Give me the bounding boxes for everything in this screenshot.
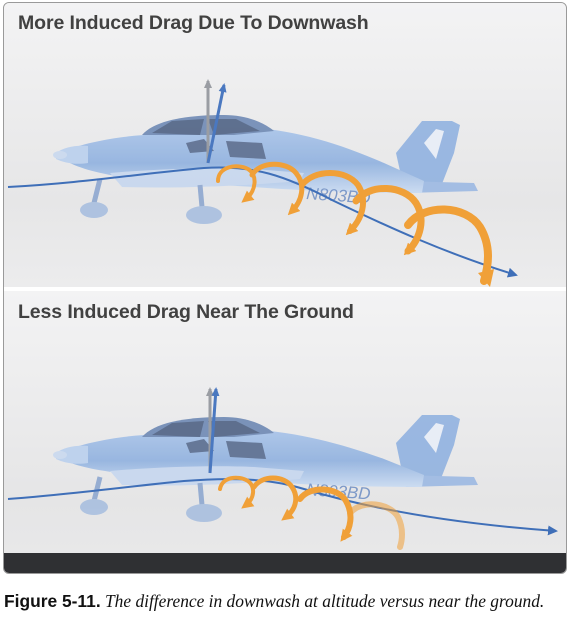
downwash-vortices [216, 161, 494, 287]
panel-altitude: More Induced Drag Due To Downwash [4, 3, 566, 287]
tilted-lift-arrow [208, 387, 220, 474]
altitude-illustration: N803BD [7, 79, 518, 287]
airplane: N803BD [53, 415, 478, 522]
airplane: N803BD [53, 115, 478, 224]
figure-number: Figure 5-11. [4, 591, 101, 611]
downwash-vortices [218, 475, 405, 550]
panel-title-altitude: More Induced Drag Due To Downwash [18, 12, 369, 34]
ground-illustration: N803BD [4, 387, 566, 573]
panel-title-ground: Less Induced Drag Near The Ground [18, 301, 354, 323]
figure: More Induced Drag Due To Downwash [3, 2, 567, 574]
airflow-arrow [7, 166, 518, 278]
figure-caption: Figure 5-11. The difference in downwash … [4, 590, 566, 612]
figure-caption-text: The difference in downwash at altitude v… [105, 591, 545, 611]
tilted-lift-arrow [206, 83, 227, 164]
ground-surface [4, 553, 566, 573]
panel-divider [4, 287, 566, 291]
panel-ground: Less Induced Drag Near The Ground [4, 291, 566, 573]
